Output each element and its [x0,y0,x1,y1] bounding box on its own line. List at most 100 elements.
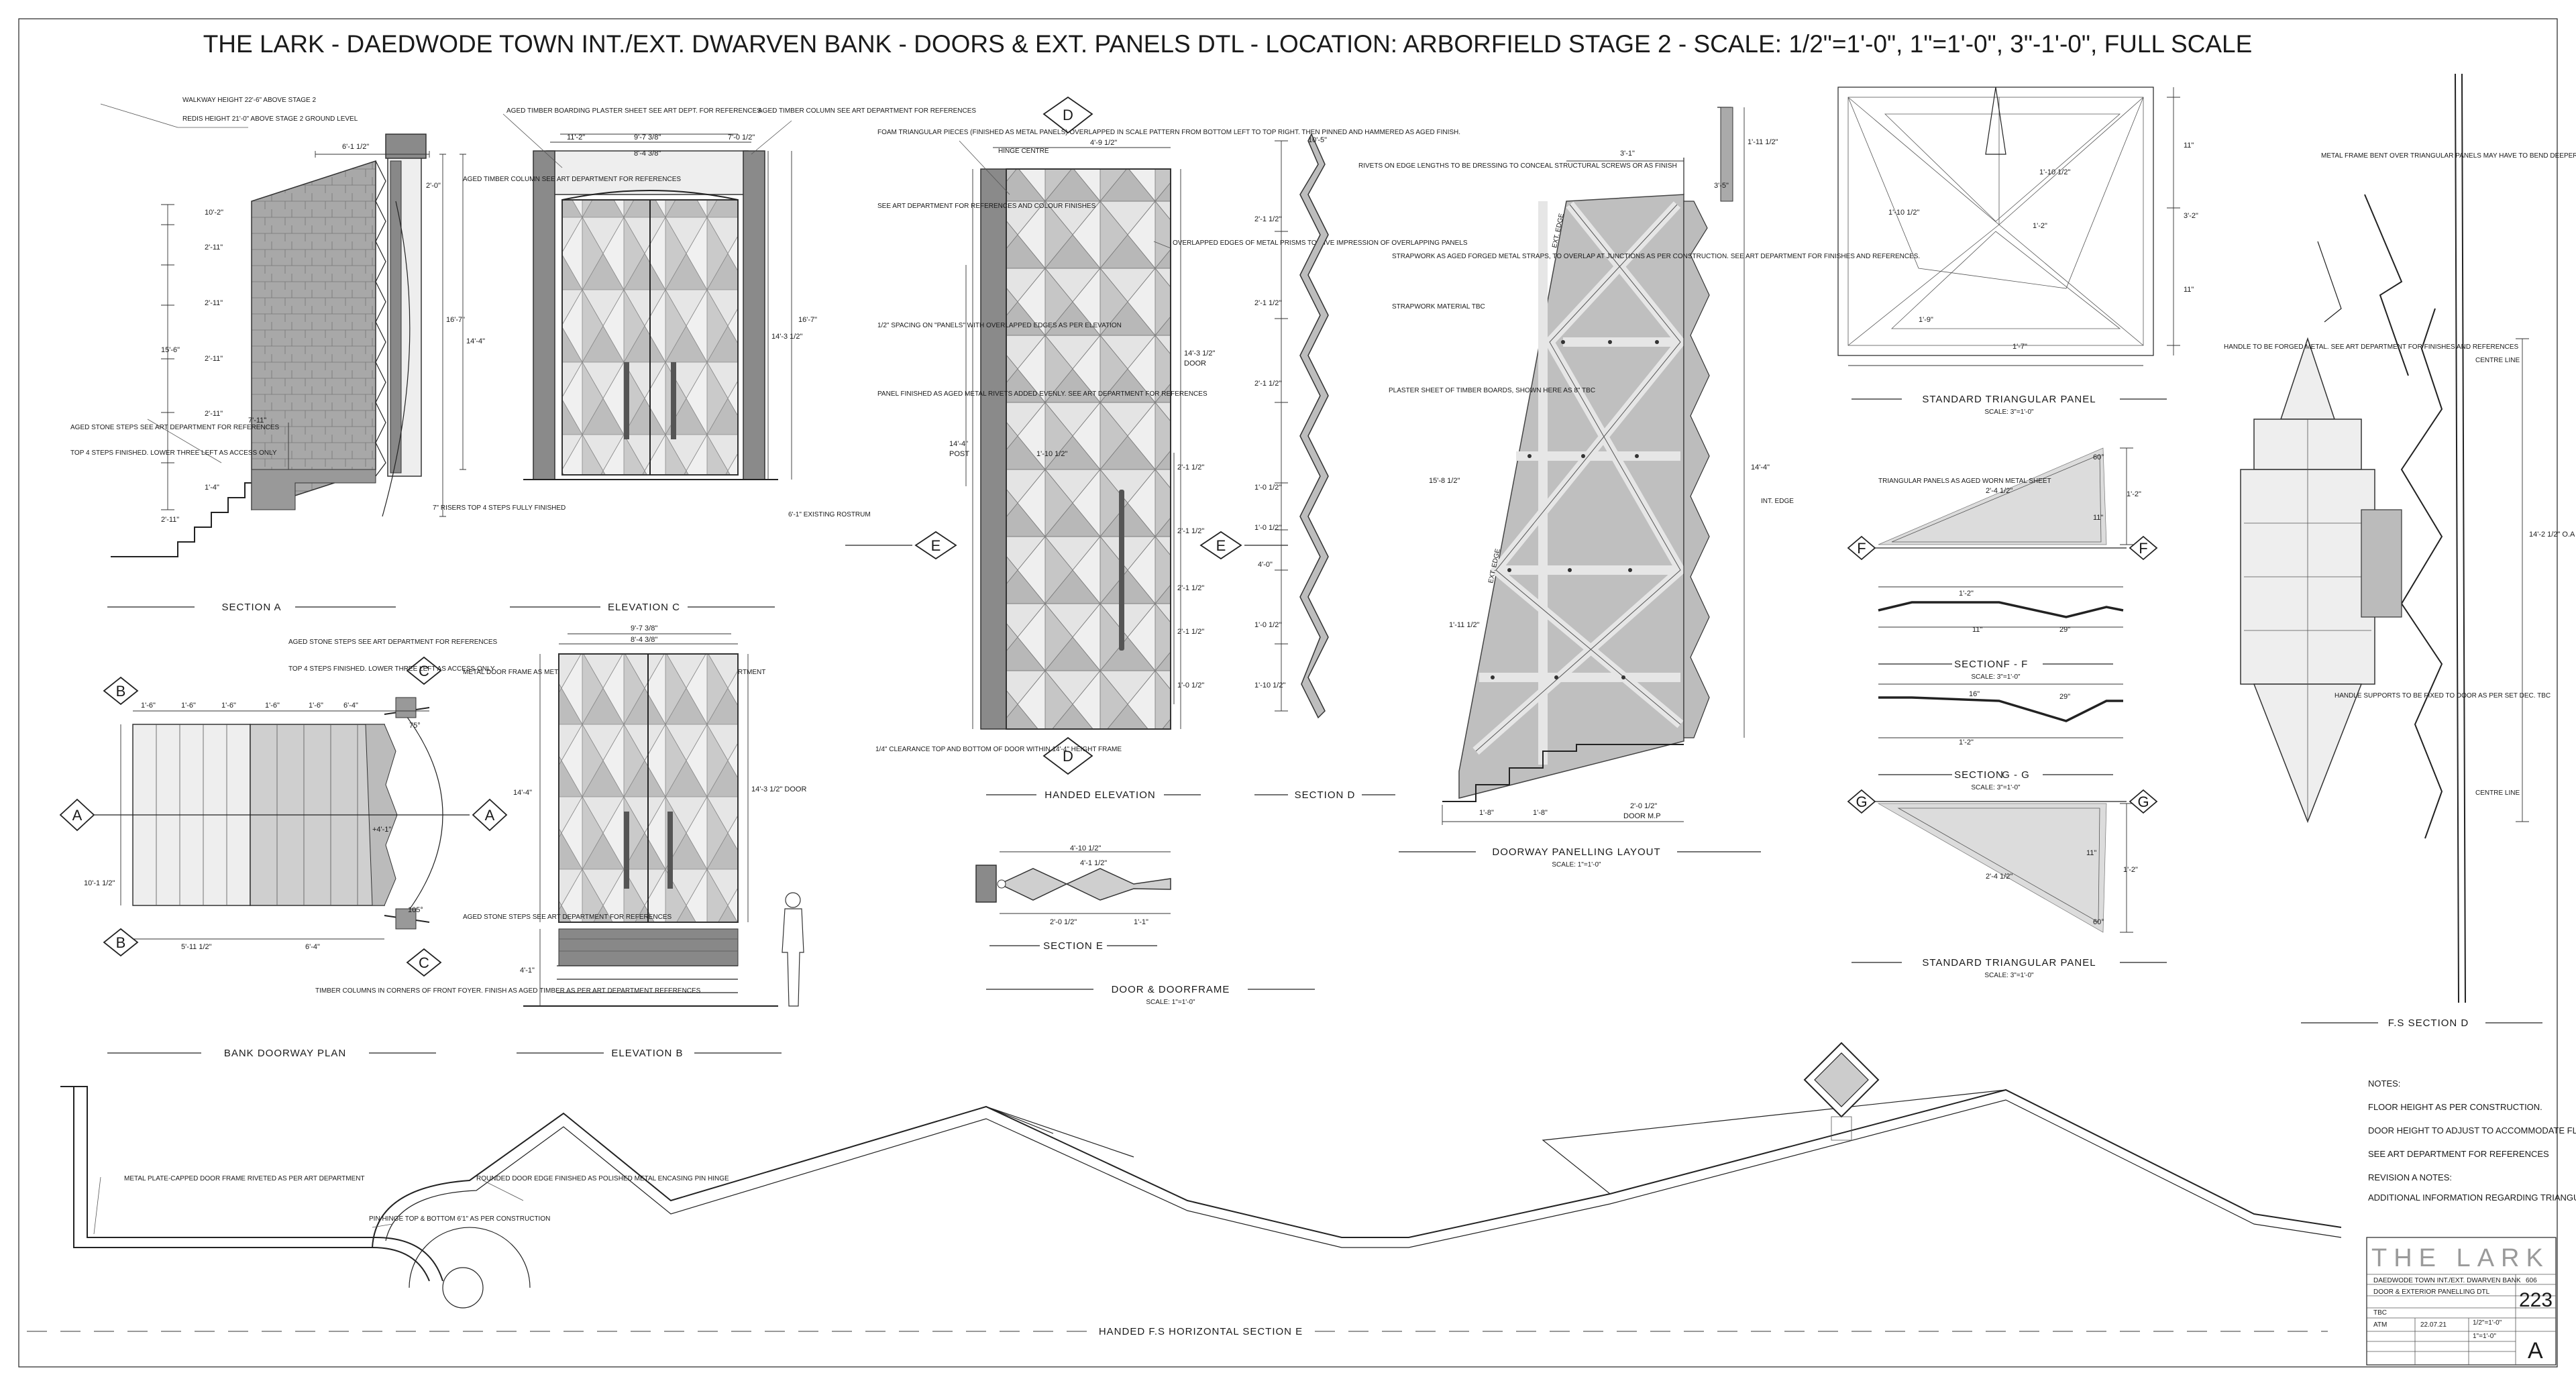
top-steps-note-a: TOP 4 STEPS FINISHED. LOWER THREE LEFT A… [70,449,277,457]
marker-a-right-label: A [485,807,495,824]
dim-p-1-8b: 1'-8" [1533,809,1548,817]
dim-t-11-a: 11" [2184,142,2194,150]
dim-d-10-5: 10'-5" [1308,136,1327,144]
titleblock-drawn: ATM [2373,1321,2387,1329]
titleblock-set-no: 606 [2526,1277,2537,1284]
aged-timber-column-note-right: AGED TIMBER COLUMN SEE ART DEPARTMENT FO… [758,107,976,115]
sheet-border [18,18,2558,1368]
marker-c-top-label: C [419,663,429,679]
elevation-c-caption: ELEVATION C [608,602,680,613]
dim-a-2-11-5: 2'-11" [161,516,179,524]
bank-doorway-plan-drawing [94,697,470,940]
dim-t-3-2: 3'-2" [2184,212,2198,220]
dim-g-11: 11" [2086,849,2096,857]
strapwork-note: STRAPWORK AS AGED FORGED METAL STRAPS, T… [1392,253,1920,260]
dim-p-3-1: 3'-1" [1620,150,1635,158]
dim-b-4-1: 4'-1" [520,966,535,975]
elevation-b-drawing [523,633,804,1007]
note-2: DOOR HEIGHT TO ADJUST TO ACCOMMODATE FLO… [2368,1125,2576,1135]
post-label: POST [949,450,969,458]
marker-c-bottom [406,948,442,977]
dim-pl-1-6-b: 1'-6" [181,702,196,710]
centre-line-bottom: CENTRE LINE [2475,789,2520,797]
risers-note: 7" RISERS TOP 4 STEPS FULLY FINISHED [433,504,566,512]
titleblock-scale-a: 1/2"=1'-0" [2473,1319,2502,1327]
revision-notes-heading: REVISION A NOTES: [2368,1172,2452,1182]
dim-c-11-2: 11'-2" [567,133,585,142]
dim-h-14-4: 14'-4" [949,440,968,448]
dim-a-1-4: 1'-4" [205,484,219,492]
dim-pl-4-1: +4'-1" [372,826,391,834]
title-block [2366,1237,2557,1366]
dim-c-14-3: 14'-3 1/2" [771,333,802,341]
marker-b-bottom [103,928,139,957]
section-gg-caption: SECTION [1954,769,2004,781]
dim-p-15-8: 15'-8 1/2" [1429,477,1460,485]
dim-t-1-10b: 1'-10 1/2" [1888,209,1919,217]
metal-plate-capped-note: METAL PLATE-CAPPED DOOR FRAME RIVETED AS… [124,1175,365,1182]
handed-elevation-drawing [959,140,1181,730]
dim-h-14-3: 14'-3 1/2" [1184,349,1215,357]
dim-pl-1-6-c: 1'-6" [221,702,236,710]
see-art-colour-note: SEE ART DEPARTMENT FOR REFERENCES AND CO… [877,203,1096,210]
marker-a-left [59,798,95,832]
dim-gg-29: 29" [2059,693,2070,701]
dim-a-2-11-4: 2'-11" [205,410,223,418]
dim-f-2-4: 2'-4 1/2" [1986,487,2012,495]
marker-g-left [1847,789,1876,814]
dim-pl-105: 105° [408,906,423,914]
foam-pieces-note: FOAM TRIANGULAR PIECES (FINISHED AS META… [877,129,1460,136]
dim-t-1-7: 1'-7" [2012,343,2027,351]
dim-gg-1-2: 1'-2" [1959,738,1974,746]
titleblock-tbc: TBC [2373,1309,2387,1317]
door-label: DOOR [1184,359,1206,368]
section-gg-letters: G - G [2002,769,2030,781]
dim-a-16-7: 16'-7" [446,316,465,324]
rivets-edge-note: RIVETS ON EDGE LENGTHS TO BE DRESSING TO… [1358,162,1677,170]
dim-b-14-3-door: 14'-3 1/2" DOOR [751,785,806,793]
section-gg-scale: SCALE: 3"=1'-0" [1971,784,2021,791]
int-edge-label: INT. EDGE [1761,498,1794,505]
dim-h-4-9: 4'-9 1/2" [1090,139,1117,147]
dim-c-16-7: 16'-7" [798,316,817,324]
dim-pl-1-6-d: 1'-6" [265,702,280,710]
dim-c-9-7: 9'-7 3/8" [634,133,661,142]
marker-a-left-label: A [72,807,83,824]
dim-gg-16: 16" [1969,690,1980,698]
marker-b-top [103,676,139,706]
horizontal-section-e-drawing [60,1042,2342,1309]
dim-ff-1-2: 1'-2" [1959,590,1974,598]
dim-b-8-4: 8'-4 3/8" [631,636,657,644]
marker-c-bottom-label: C [419,954,429,971]
dim-f-1-2: 1'-2" [2127,490,2141,498]
marker-d-bottom-label: D [1063,748,1073,765]
std-triangular-panel-bottom-scale: SCALE: 3"=1'-0" [1984,972,2034,979]
dim-h-1-10: 1'-10 1/2" [1036,450,1067,458]
dim-f-11: 11" [2093,514,2103,522]
titleblock-sheet-no: 223 [2519,1289,2553,1311]
dim-e-4-1: 4'-1 1/2" [1080,859,1107,867]
notes-heading: NOTES: [2368,1078,2400,1089]
dim-d-2-1-a: 2'-1 1/2" [1254,215,1281,223]
titleblock-project: DAEDWODE TOWN INT./EXT. DWARVEN BANK [2373,1277,2521,1284]
dim-p-1-8: 1'-8" [1479,809,1494,817]
dim-e-4-10: 4'-10 1/2" [1070,844,1101,852]
marker-g-right-label: G [2137,793,2149,810]
rounded-door-edge-note: ROUNDED DOOR EDGE FINISHED AS POLISHED M… [476,1175,729,1182]
marker-b-bottom-label: B [116,934,126,951]
section-ff-drawing [1878,586,2124,628]
dim-b-9-7: 9'-7 3/8" [631,624,657,632]
dim-d-1-0-a: 1'-0 1/2" [1254,484,1281,492]
dim-g-60: 60° [2093,918,2104,926]
revision-note-1: ADDITIONAL INFORMATION REGARDING TRIANGU… [2368,1193,2576,1203]
dim-t-11-b: 11" [2184,286,2194,294]
dim-a-10-2: 10'-2" [205,209,223,217]
std-triangular-panel-top-drawing [1837,87,2180,366]
dim-h-2-1-b: 2'-1 1/2" [1177,527,1204,535]
marker-g-left-label: G [1856,793,1867,810]
dim-h-2-1-a: 2'-1 1/2" [1177,463,1204,472]
marker-f-right [2129,535,2158,561]
triangle-panel-g-drawing [1851,801,2133,933]
timber-columns-note: TIMBER COLUMNS IN CORNERS OF FRONT FOYER… [315,987,701,995]
